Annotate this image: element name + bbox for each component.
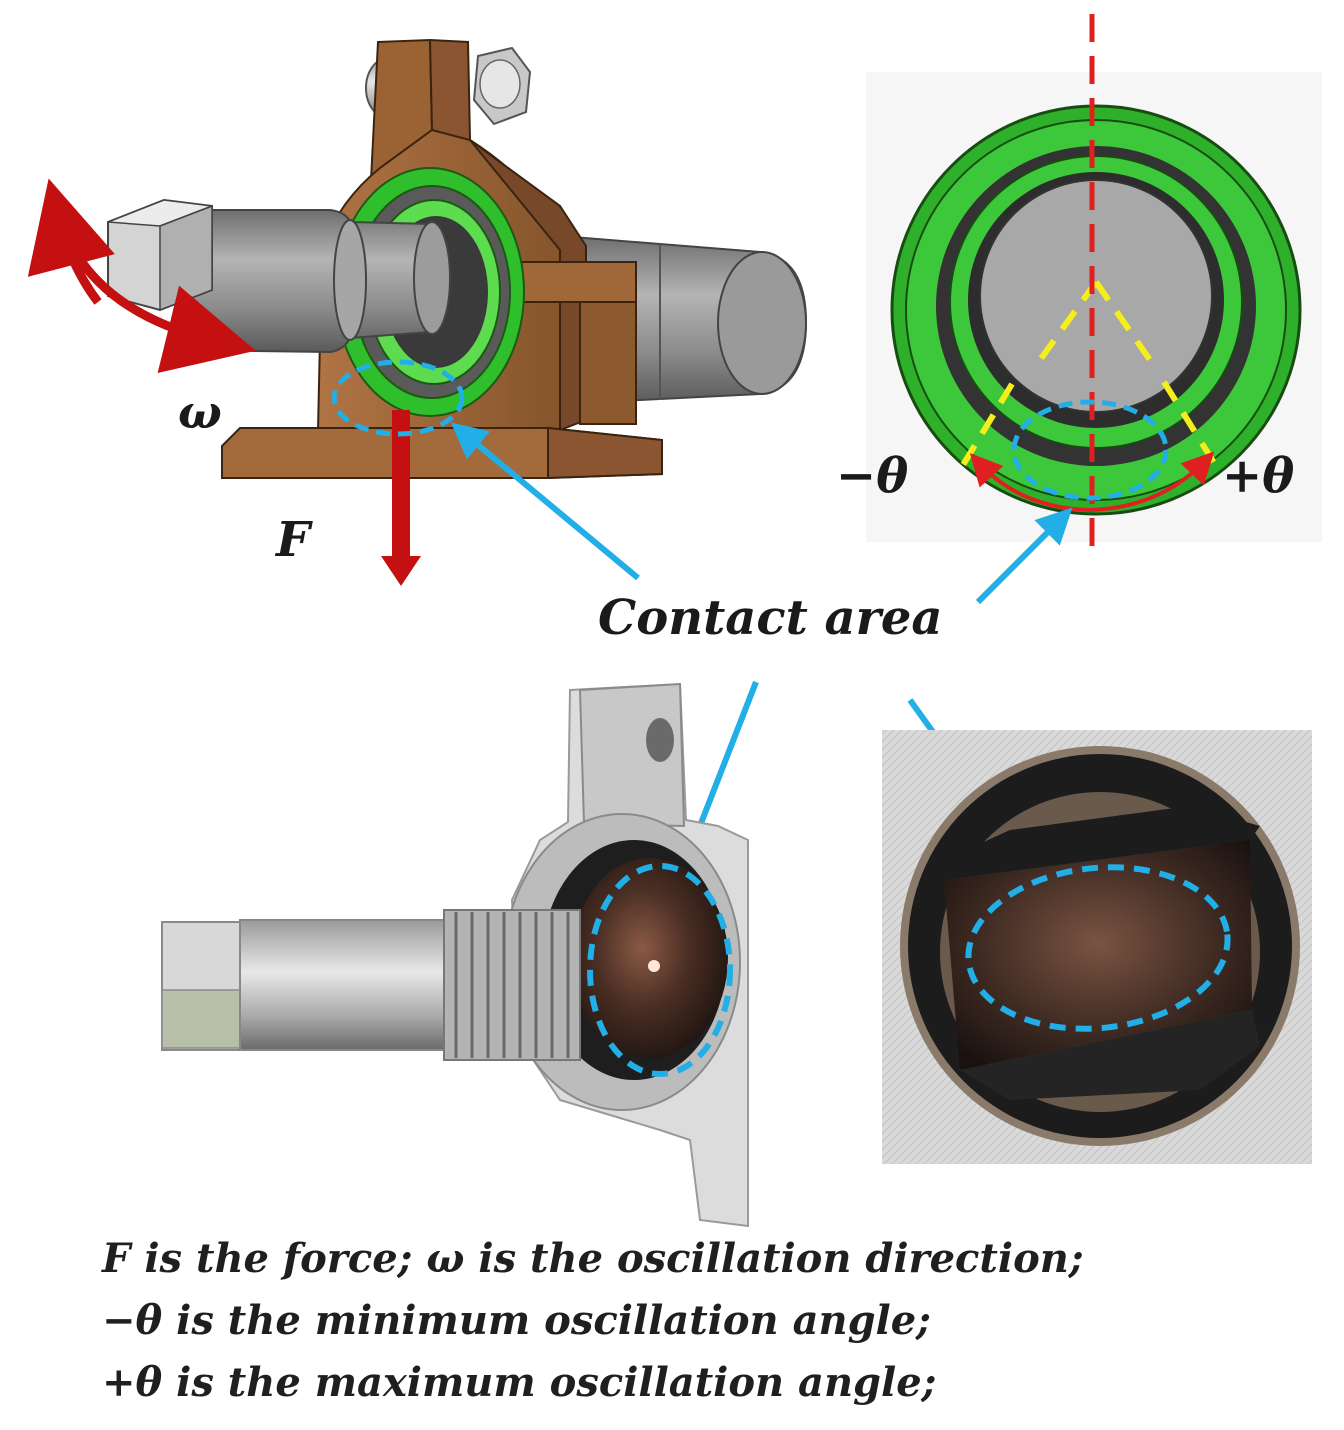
- minus-theta-label: −θ: [836, 448, 908, 504]
- angle-guides: [957, 280, 1219, 472]
- contact-area-outline-photo-left: [587, 863, 733, 1077]
- omega-label: ω: [178, 385, 222, 439]
- cad-assembly-view: ω F: [27, 38, 808, 586]
- section-view: −θ +θ: [836, 14, 1322, 546]
- bolt-nut-right: [472, 46, 532, 126]
- caption-line-max-angle: +θ is the maximum oscillation angle;: [102, 1359, 937, 1406]
- shaft: [107, 198, 451, 354]
- threaded-section: [443, 909, 581, 1061]
- photo-worn-seal: [882, 730, 1312, 1164]
- photo-assembled-part: [161, 682, 749, 1228]
- contact-area-label: Contact area: [598, 590, 943, 646]
- force-arrow: [381, 410, 421, 586]
- contact-area-outline: [331, 359, 465, 437]
- force-label: F: [274, 512, 313, 568]
- caption-line-min-angle: −θ is the minimum oscillation angle;: [102, 1297, 931, 1344]
- contact-area-outline-section: [1011, 399, 1169, 501]
- plus-theta-label: +θ: [1222, 448, 1294, 504]
- caption-line-force: F is the force; ω is the oscillation dir…: [102, 1235, 1084, 1282]
- figure-caption: F is the force; ω is the oscillation dir…: [102, 1228, 1302, 1414]
- angle-arc-minus: [969, 453, 1091, 512]
- angle-arc-plus: [1089, 451, 1215, 512]
- contact-area-outline-photo-right: [965, 864, 1231, 1032]
- oscillation-arrow-tail: [27, 178, 115, 305]
